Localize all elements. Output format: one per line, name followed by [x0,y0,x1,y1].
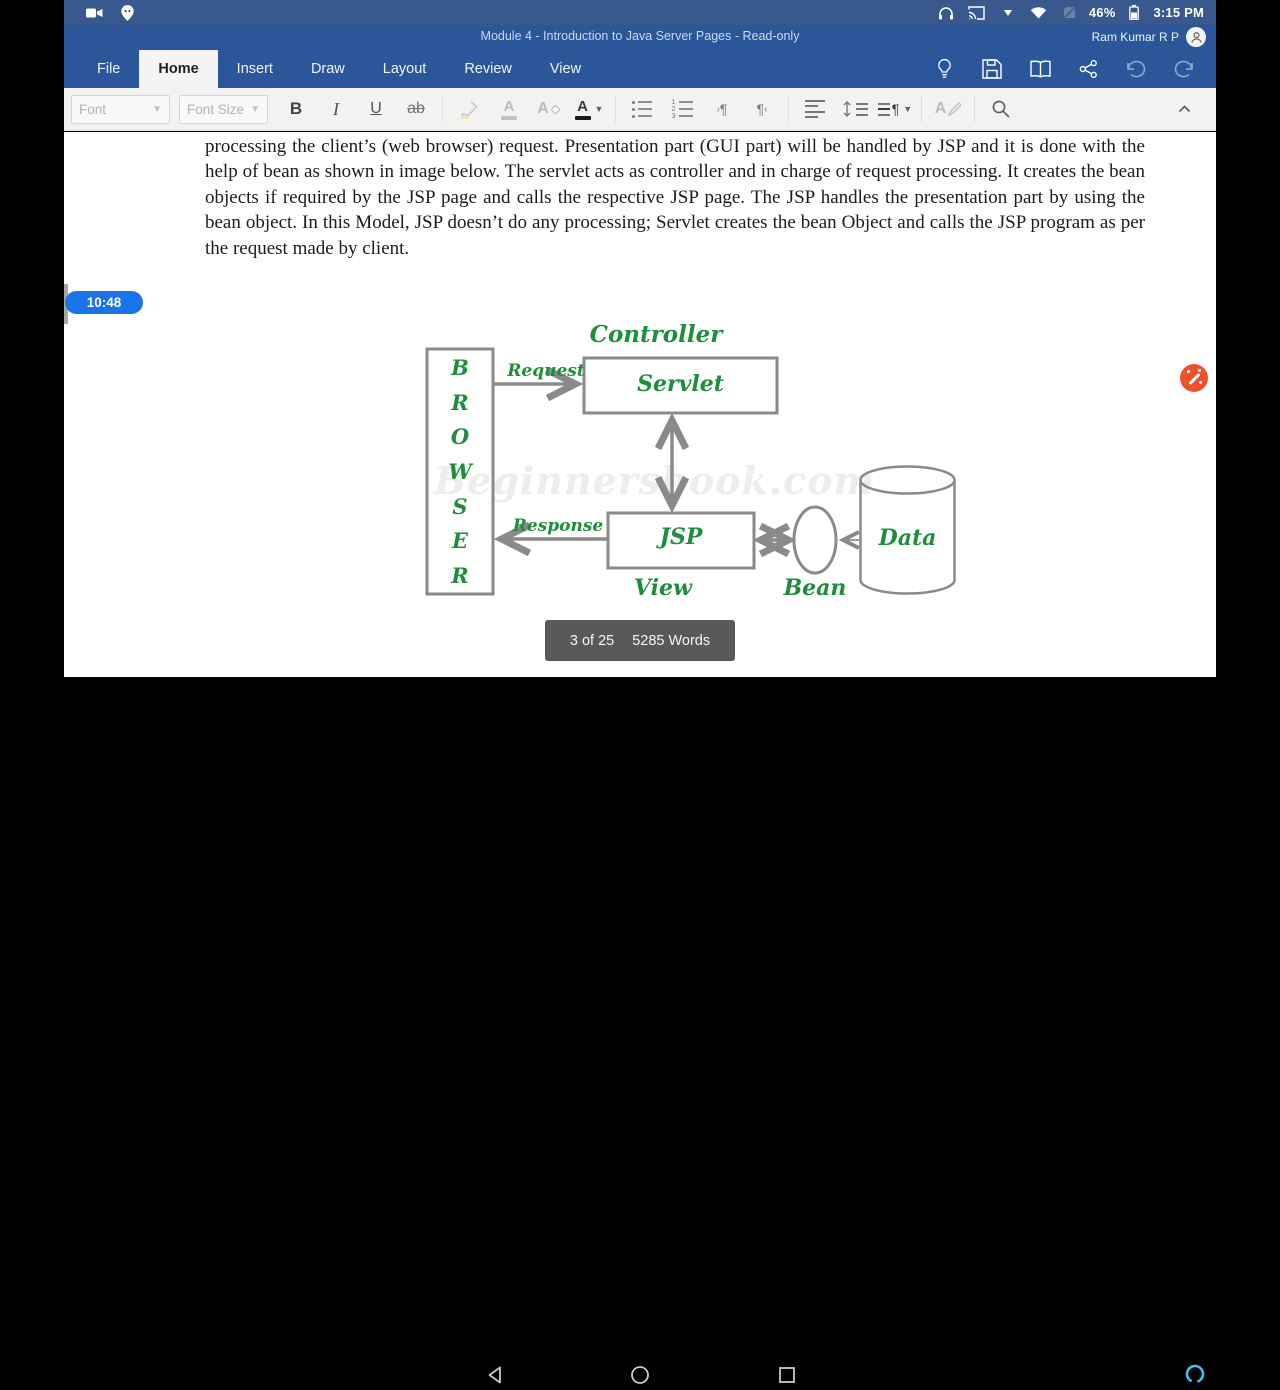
tab-file[interactable]: File [97,61,121,77]
no-sim-icon [1058,1,1082,25]
home-button[interactable] [630,1365,650,1390]
clock: 3:15 PM [1153,5,1204,20]
chevron-down-icon: ▼ [903,104,913,114]
tab-layout[interactable]: Layout [382,61,427,77]
numbered-list-icon[interactable]: 1 2 3 [662,92,702,126]
tab-insert[interactable]: Insert [236,61,273,77]
account-area[interactable]: Ram Kumar R P [1092,27,1206,47]
font-dropdown[interactable]: Font ▼ [71,94,170,124]
paragraph-text: processing the client’s (web browser) re… [205,136,1145,259]
browser-letter: B [451,355,469,380]
wifi-icon [1027,1,1051,25]
save-icon[interactable] [980,57,1004,81]
search-icon[interactable] [981,92,1021,126]
strikethrough-button[interactable]: ab [407,100,425,117]
word-app: 46% 3:15 PM Module 4 - Introduction to J… [64,0,1216,677]
cast-icon [965,1,989,25]
tab-review[interactable]: Review [464,61,512,77]
font-size-dropdown[interactable]: Font Size ▼ [179,94,268,124]
bold-button[interactable]: B [289,99,303,118]
headphones-icon [934,1,958,25]
font-color-button[interactable]: A ▼ [569,92,609,126]
align-icon[interactable] [795,92,835,126]
underline-button[interactable]: U [370,100,382,117]
watermark-text: Beginnersbook.com [434,458,875,503]
timestamp-badge: 10:48 [65,291,143,314]
browser-letter: R [451,562,469,588]
document-canvas[interactable]: processing the client’s (web browser) re… [64,132,1216,677]
tab-view[interactable]: View [549,61,582,77]
browser-letter: R [451,389,469,415]
status-right-icons: 46% 3:15 PM [934,1,1204,25]
bullet-list-icon[interactable] [622,92,662,126]
font-size-dropdown-label: Font Size [187,101,245,117]
avatar[interactable] [1186,27,1206,47]
tab-home[interactable]: Home [139,50,218,88]
chevron-down-icon: ▼ [594,104,604,114]
share-icon[interactable] [1076,57,1100,81]
text-highlight-color-icon[interactable]: A [489,92,529,126]
read-view-icon[interactable] [1028,57,1052,81]
collapse-ribbon-icon[interactable] [1164,92,1204,126]
alexa-button[interactable] [1184,1363,1206,1390]
lightbulb-icon[interactable] [932,57,956,81]
ribbon-tabs: File Home Insert Draw Layout Review View [64,50,600,88]
increase-indent-icon[interactable]: ›¶ [716,101,728,117]
signal-icon [996,1,1020,25]
font-dropdown-label: Font [79,101,107,117]
page-status-toast: 3 of 25 5285 Words [545,620,735,661]
highlighter-icon[interactable] [449,92,489,126]
request-label: Request [507,361,585,381]
jsp-label: JSP [659,524,703,550]
chevron-down-icon: ▼ [250,103,260,115]
formatting-toolbar: Font ▼ Font Size ▼ B I U ab A A A [64,88,1216,131]
screen-annotate-fab[interactable] [1180,364,1208,392]
decrease-indent-icon[interactable]: ¶‹ [756,101,768,117]
video-camera-icon [82,1,106,25]
ribbon-bar: File Home Insert Draw Layout Review View [64,50,1216,88]
back-button[interactable] [486,1365,504,1390]
undo-icon[interactable] [1124,57,1148,81]
ribbon-actions [932,50,1216,88]
user-name: Ram Kumar R P [1091,30,1179,44]
paragraph-formatting-icon[interactable]: ¶ ▼ [875,92,915,126]
android-status-bar: 46% 3:15 PM [64,0,1216,25]
view-label: View [634,575,692,601]
browser-letter: S [452,493,468,519]
status-left-icons [82,1,139,25]
document-title: Module 4 - Introduction to Java Server P… [480,29,800,43]
format-painter-icon[interactable]: A [928,92,968,126]
location-pin-icon [115,1,139,25]
tab-draw[interactable]: Draw [310,61,345,77]
battery-icon [1122,1,1146,25]
browser-letter: E [451,528,468,554]
browser-box: B R O W S E R [427,349,493,594]
redo-icon[interactable] [1172,57,1196,81]
chevron-down-icon: ▼ [152,103,162,115]
bean-label: Bean [783,575,847,601]
word-count: 5285 Words [632,632,711,649]
servlet-label: Servlet [637,371,724,397]
battery-percent: 46% [1088,5,1116,20]
app-title-bar: Module 4 - Introduction to Java Server P… [64,25,1216,50]
data-label: Data [878,525,937,551]
italic-button[interactable]: I [333,98,339,119]
page-count: 3 of 25 [569,632,615,649]
recents-button[interactable] [778,1365,796,1390]
response-label: Response [512,516,604,536]
controller-label: Controller [589,321,723,348]
browser-letter: O [450,424,470,450]
line-spacing-icon[interactable] [835,92,875,126]
browser-letter: W [448,458,472,484]
android-nav-bar [0,677,1280,1384]
clear-formatting-icon[interactable]: A [529,92,569,126]
